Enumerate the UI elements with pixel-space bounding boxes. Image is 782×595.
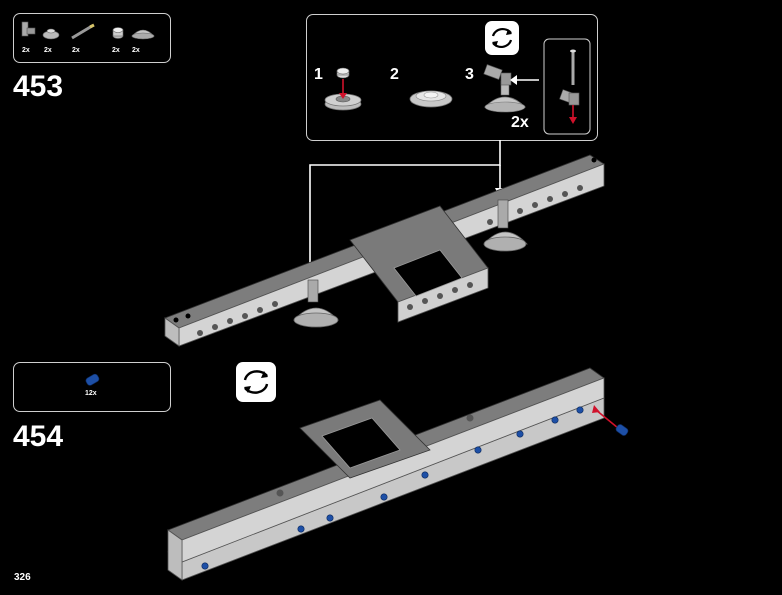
step-number-453: 453: [13, 70, 64, 103]
part-qty-5: 2x: [132, 47, 140, 54]
dish-left-453: [293, 279, 339, 328]
radar-dish-part: [131, 29, 155, 40]
parts-list-454-art: [85, 373, 100, 386]
round-plate-part: [42, 28, 60, 40]
substep-illustrations: [324, 38, 591, 135]
part-qty-blue-pin: 12x: [85, 390, 97, 397]
rotate-icon-454: [236, 362, 276, 402]
blue-pin-part: [85, 373, 100, 386]
page-number: 326: [14, 572, 31, 583]
callout-lines: [309, 140, 501, 272]
pin-insert-arrow: [592, 405, 629, 436]
inset-illustration: [559, 49, 580, 124]
parts-list-454: 12x: [13, 362, 171, 412]
step-number-454: 454: [13, 420, 64, 453]
substep-3-illustration: [483, 64, 539, 113]
rotate-icon: [485, 21, 519, 55]
part-qty-4: 2x: [112, 47, 120, 54]
substep-1-number: 1: [314, 66, 323, 83]
parts-list-453: 2x 2x 2x 2x 2x: [13, 13, 171, 63]
parts-list-453-art: [21, 21, 155, 40]
subassembly-callout-453: 1 2 3 2x: [306, 14, 598, 141]
inset-panel: [543, 38, 591, 135]
dish-right-453: [483, 199, 528, 252]
part-qty-1: 2x: [22, 47, 30, 54]
substep-3-number: 3: [465, 66, 474, 83]
beam-model-453: [164, 154, 605, 347]
part-qty-2: 2x: [44, 47, 52, 54]
angle-connector-part: [21, 21, 36, 37]
round-brick-part: [112, 27, 124, 39]
substep-2-number: 2: [390, 66, 399, 83]
part-qty-3: 2x: [72, 47, 80, 54]
substep-multiplier: 2x: [511, 114, 529, 131]
beam-model-454: [167, 367, 605, 581]
substep-2-illustration: [409, 90, 453, 108]
substep-1-illustration: [324, 67, 362, 111]
axle-pin-part: [71, 23, 95, 40]
